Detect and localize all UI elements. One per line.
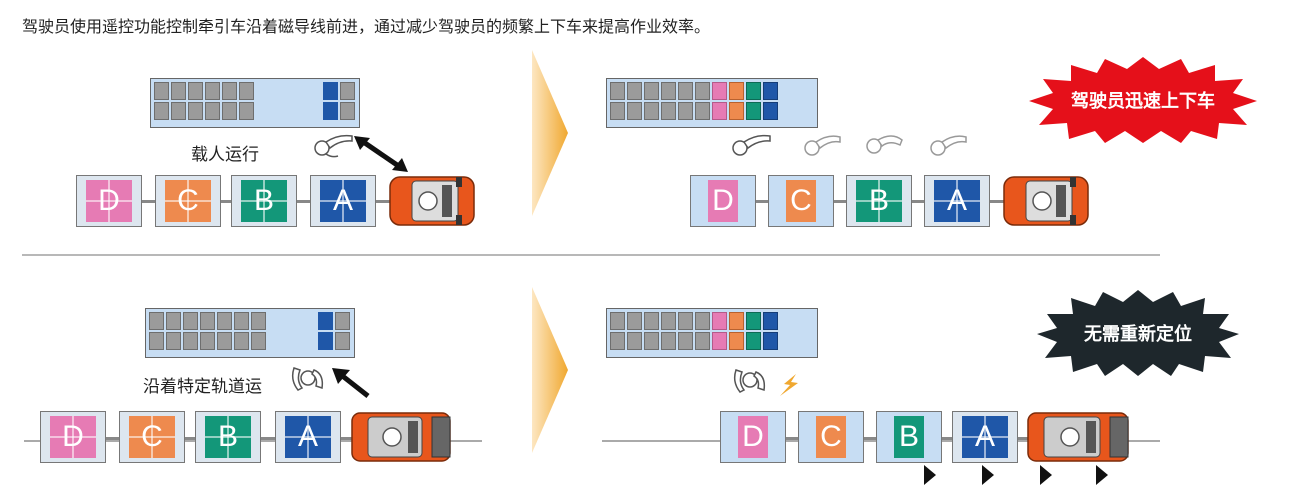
cart-b: B: [195, 411, 261, 463]
divider: [22, 254, 1160, 256]
tractor: [1003, 176, 1089, 226]
direction-arrow-icon: [982, 465, 994, 485]
shelf-top-right: [606, 78, 818, 128]
direction-arrow-icon: [924, 465, 936, 485]
cart-d: D: [690, 175, 756, 227]
shelf-bottom-right: [606, 308, 818, 358]
label-track-operation: 沿着特定轨道运: [143, 377, 262, 397]
cart-b: B: [876, 411, 942, 463]
operator-icon: [314, 134, 353, 158]
transition-arrow-top: [532, 50, 568, 216]
burst-dark-text: 无需重新定位: [1084, 324, 1192, 345]
direction-arrow-icon: [1040, 465, 1052, 485]
tractor: [351, 412, 451, 462]
cart-b: B: [846, 175, 912, 227]
shelf-top-left: [150, 78, 360, 128]
arrow-icon: [332, 368, 370, 398]
cart-c: C: [768, 175, 834, 227]
double-arrow-icon: [354, 136, 408, 172]
operator-ghost-icon: [866, 135, 903, 154]
cart-c: C: [798, 411, 864, 463]
lightning-icon: [780, 374, 798, 396]
cart-b: B: [231, 175, 297, 227]
tractor: [1027, 412, 1129, 462]
operator-icon: [733, 369, 766, 393]
shelf-bottom-left: [145, 308, 355, 358]
operator-icon: [291, 367, 324, 391]
cart-c: C: [155, 175, 221, 227]
cart-d: D: [40, 411, 106, 463]
operator-ghost-icon: [930, 135, 967, 156]
burst-red-text: 驾驶员迅速上下车: [1071, 91, 1215, 112]
cart-a: A: [924, 175, 990, 227]
transition-arrow-bottom: [532, 287, 568, 453]
direction-arrow-icon: [1096, 465, 1108, 485]
label-passenger-operation: 载人运行: [191, 145, 259, 165]
burst-red: [1029, 57, 1257, 143]
operator-ghost-icon: [804, 135, 841, 156]
operator-icon: [732, 134, 771, 156]
cart-c: C: [119, 411, 185, 463]
cart-a: A: [310, 175, 376, 227]
tractor: [389, 176, 475, 226]
cart-a: A: [952, 411, 1018, 463]
caption: 驾驶员使用遥控功能控制牵引车沿着磁导线前进，通过减少驾驶员的频繁上下车来提高作业…: [22, 17, 711, 36]
cart-a: A: [275, 411, 341, 463]
burst-dark: [1037, 290, 1239, 376]
cart-d: D: [720, 411, 786, 463]
cart-d: D: [76, 175, 142, 227]
